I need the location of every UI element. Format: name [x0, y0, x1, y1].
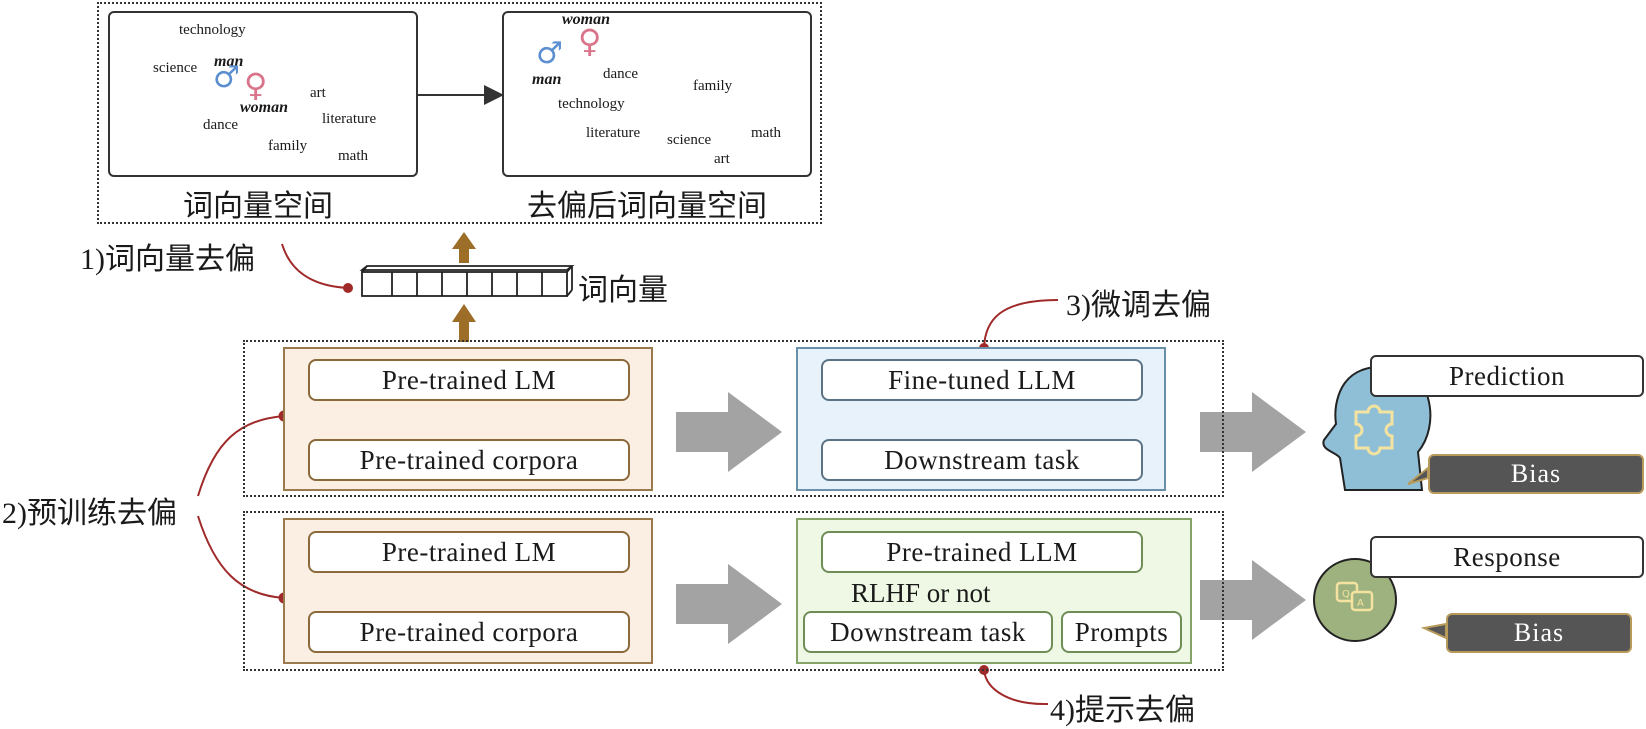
finetuned-llm: Fine-tuned LLM [821, 359, 1143, 401]
connector-word-vector-debias [281, 243, 349, 289]
up-arrow-to-space [452, 232, 476, 263]
word-vector-icon [359, 265, 575, 297]
male-icon-debiased: ♂ [536, 36, 563, 71]
debiased-space-panel: woman ♀ ♂ man dance family technology li… [502, 11, 812, 177]
connector-prompt-debias [983, 669, 1049, 706]
word-family: family [268, 138, 308, 154]
row1-downstream-task: Downstream task [821, 439, 1143, 481]
word-woman: woman [240, 99, 289, 116]
word-man-debiased: man [532, 71, 562, 88]
word-art: art [310, 85, 326, 101]
female-icon-debiased: ♀ [578, 22, 602, 60]
prompts-box: Prompts [1061, 611, 1182, 653]
svg-text:Q: Q [1342, 589, 1350, 600]
up-arrow-from-lm [452, 304, 476, 342]
word-woman-debiased: woman [562, 11, 611, 28]
word-math: math [338, 148, 368, 164]
big-arrow-row1-a [676, 392, 782, 472]
word-math-debiased: math [751, 125, 781, 141]
word-literature-debiased: literature [586, 125, 641, 141]
label-finetune-debias: 3)微调去偏 [1066, 289, 1211, 322]
female-icon: ♀ [244, 66, 268, 104]
row1-pretrained-lm: Pre-trained LM [308, 359, 630, 401]
big-arrow-row2-b [1200, 560, 1306, 640]
word-technology: technology [179, 22, 246, 38]
pretrained-llm: Pre-trained LLM [821, 531, 1143, 573]
response-label: Response [1370, 536, 1644, 578]
word-literature: literature [322, 111, 377, 127]
word-science: science [153, 60, 198, 76]
row2-pretrained-corpora: Pre-trained corpora [308, 611, 630, 653]
word-science-debiased: science [667, 132, 712, 148]
word-dance-debiased: dance [603, 66, 638, 82]
vector-space-panel: technology science man ♂ ♀ woman art lit… [108, 11, 418, 177]
male-icon: ♂ [213, 60, 240, 95]
vector-space-caption: 词向量空间 [183, 190, 333, 223]
debiased-space-caption: 去偏后词向量空间 [527, 190, 767, 223]
label-word-vector: 词向量 [578, 274, 668, 307]
connector-finetune-debias [983, 299, 1059, 349]
big-arrow-row2-a [676, 564, 782, 644]
row1-pretrained-corpora: Pre-trained corpora [308, 439, 630, 481]
label-word-vector-debias: 1)词向量去偏 [80, 243, 255, 276]
connector-pretrain-debias [197, 415, 285, 497]
chat-bubbles-icon: Q A [1313, 558, 1397, 642]
row1-bias-badge: Bias [1428, 454, 1644, 494]
row2-downstream-task: Downstream task [803, 611, 1053, 653]
label-pretrain-debias: 2)预训练去偏 [2, 497, 177, 530]
word-dance: dance [203, 117, 238, 133]
svg-text:A: A [1357, 598, 1364, 609]
word-art-debiased: art [714, 151, 730, 167]
row2-region [243, 511, 1224, 671]
word-embedding-region [97, 2, 822, 224]
big-arrow-row1-b [1200, 392, 1306, 472]
row2-bias-badge: Bias [1446, 613, 1632, 653]
head-puzzle-icon [1322, 365, 1432, 491]
row2-pretrained-lm: Pre-trained LM [308, 531, 630, 573]
label-prompt-debias: 4)提示去偏 [1050, 694, 1195, 727]
word-man: man [214, 53, 244, 70]
word-family-debiased: family [693, 78, 733, 94]
word-technology-debiased: technology [558, 96, 625, 112]
rlhf-label: RLHF or not [851, 578, 991, 608]
prediction-label: Prediction [1370, 355, 1644, 397]
row1-region [243, 340, 1224, 497]
